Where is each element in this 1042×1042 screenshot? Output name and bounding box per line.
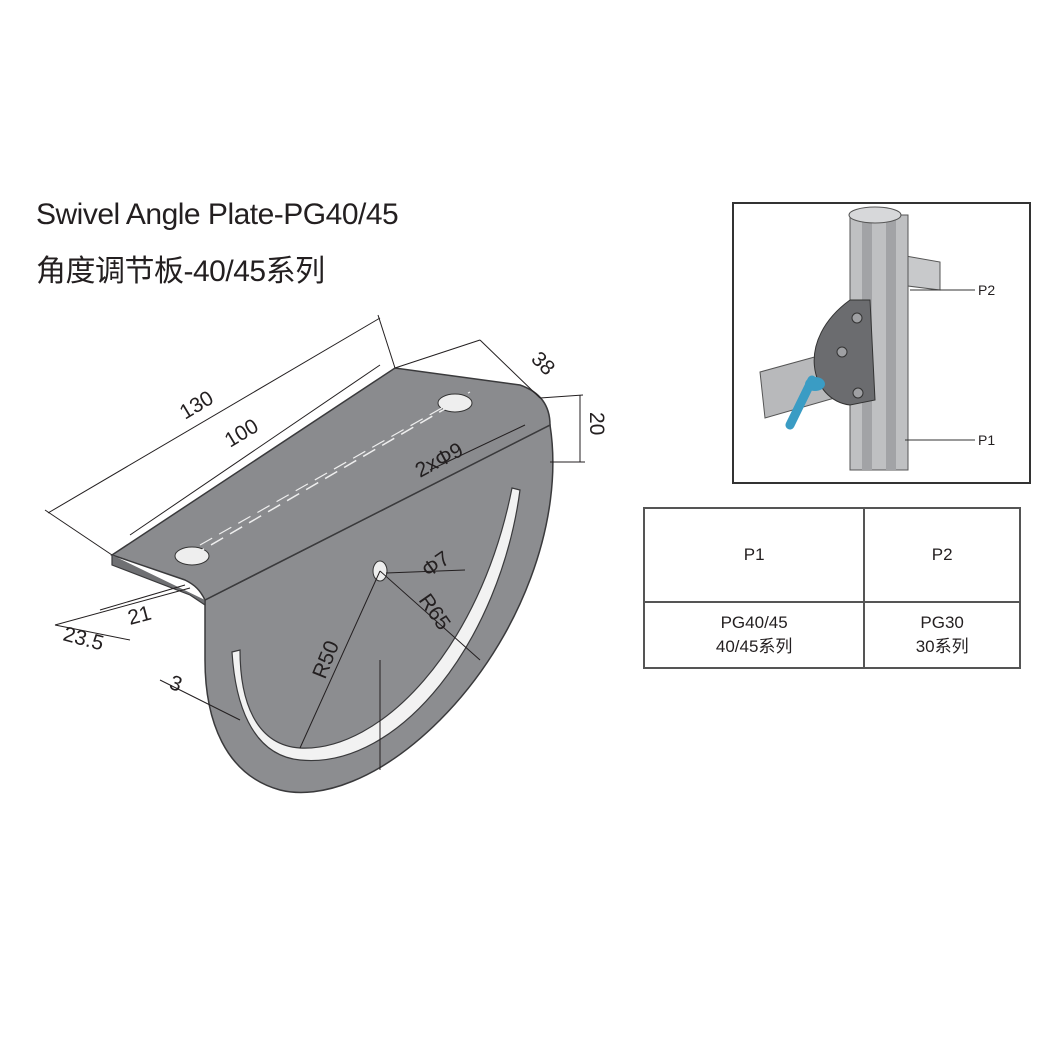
table-cell-p1: PG40/45 40/45系列	[642, 601, 866, 669]
cell-line2: 40/45系列	[715, 637, 793, 656]
dim-3: 3	[166, 671, 185, 697]
table-cell-p2: PG30 30系列	[863, 601, 1021, 669]
curved-slot	[231, 487, 521, 762]
plate-vertical-face	[204, 423, 554, 794]
dim-23-5: 23.5	[61, 623, 106, 656]
plate-top-face	[110, 367, 551, 602]
dim-130: 130	[176, 387, 218, 425]
table-header-p2: P2	[863, 507, 1021, 603]
title-chinese: 角度调节板-40/45系列	[36, 255, 325, 288]
dim-100: 100	[221, 415, 263, 453]
dim-21: 21	[125, 602, 154, 630]
compatibility-table: P1 P2 PG40/45 40/45系列 PG30 30系列	[642, 507, 1021, 669]
dim-20: 20	[585, 412, 608, 435]
cell-line1: PG30	[920, 613, 964, 632]
cell-line2: 30系列	[915, 637, 969, 656]
inset-label-p1: P1	[978, 432, 995, 448]
inset-assembly	[759, 206, 975, 471]
dimension-lines	[44, 314, 585, 770]
title-english: Swivel Angle Plate-PG40/45	[36, 198, 399, 231]
cell-line1: PG40/45	[720, 613, 788, 632]
dim-38: 38	[526, 347, 559, 380]
inset-label-p2: P2	[978, 282, 995, 298]
table-header-p1: P1	[642, 507, 866, 603]
